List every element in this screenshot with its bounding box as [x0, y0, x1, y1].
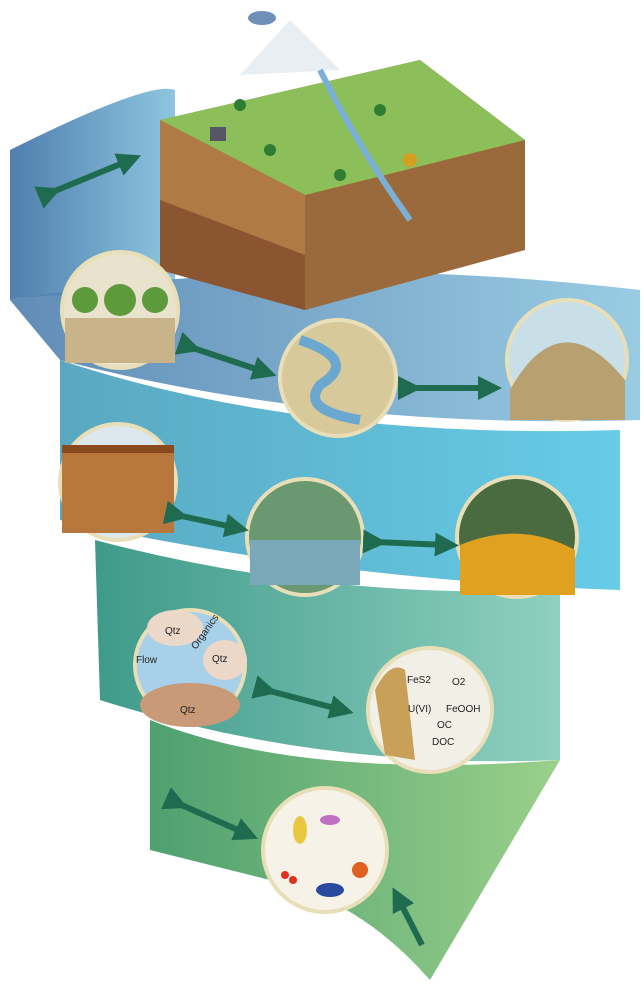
label-qtz-bottom: Qtz: [180, 705, 196, 716]
label-uvi: U(VI): [408, 704, 431, 715]
trees-icon: [234, 99, 417, 181]
double-arrow: [34, 153, 142, 209]
label-qtz-top: Qtz: [165, 626, 181, 637]
building-icon: [210, 127, 226, 141]
upward-arrow: [392, 887, 425, 947]
label-qtz-right: Qtz: [212, 654, 228, 665]
acid-drainage-circle: [455, 475, 579, 599]
label-fes2: FeS2: [407, 675, 431, 686]
microbes-circle: [261, 786, 389, 914]
double-arrow: [362, 529, 459, 557]
floodplain-circle: [245, 477, 365, 597]
double-arrow: [174, 331, 277, 380]
label-doc: DOC: [432, 737, 454, 748]
label-flow: Flow: [136, 655, 158, 666]
double-arrow: [162, 500, 249, 538]
vegetation-roots-circle: [60, 250, 180, 370]
landscape-block-diagram: [160, 11, 525, 310]
double-arrow: [251, 675, 354, 719]
label-o2: O2: [452, 677, 466, 688]
cloud-icon: [248, 11, 276, 25]
double-arrow: [161, 787, 258, 841]
label-oc: OC: [437, 720, 452, 731]
soil-profile-circle: [58, 422, 178, 542]
pore-scale-circle: [133, 608, 247, 727]
geochemistry-circle: [366, 646, 494, 774]
meandering-river-circle: [278, 318, 398, 438]
hillslope-circle: [505, 298, 629, 422]
label-feooh: FeOOH: [446, 704, 480, 715]
